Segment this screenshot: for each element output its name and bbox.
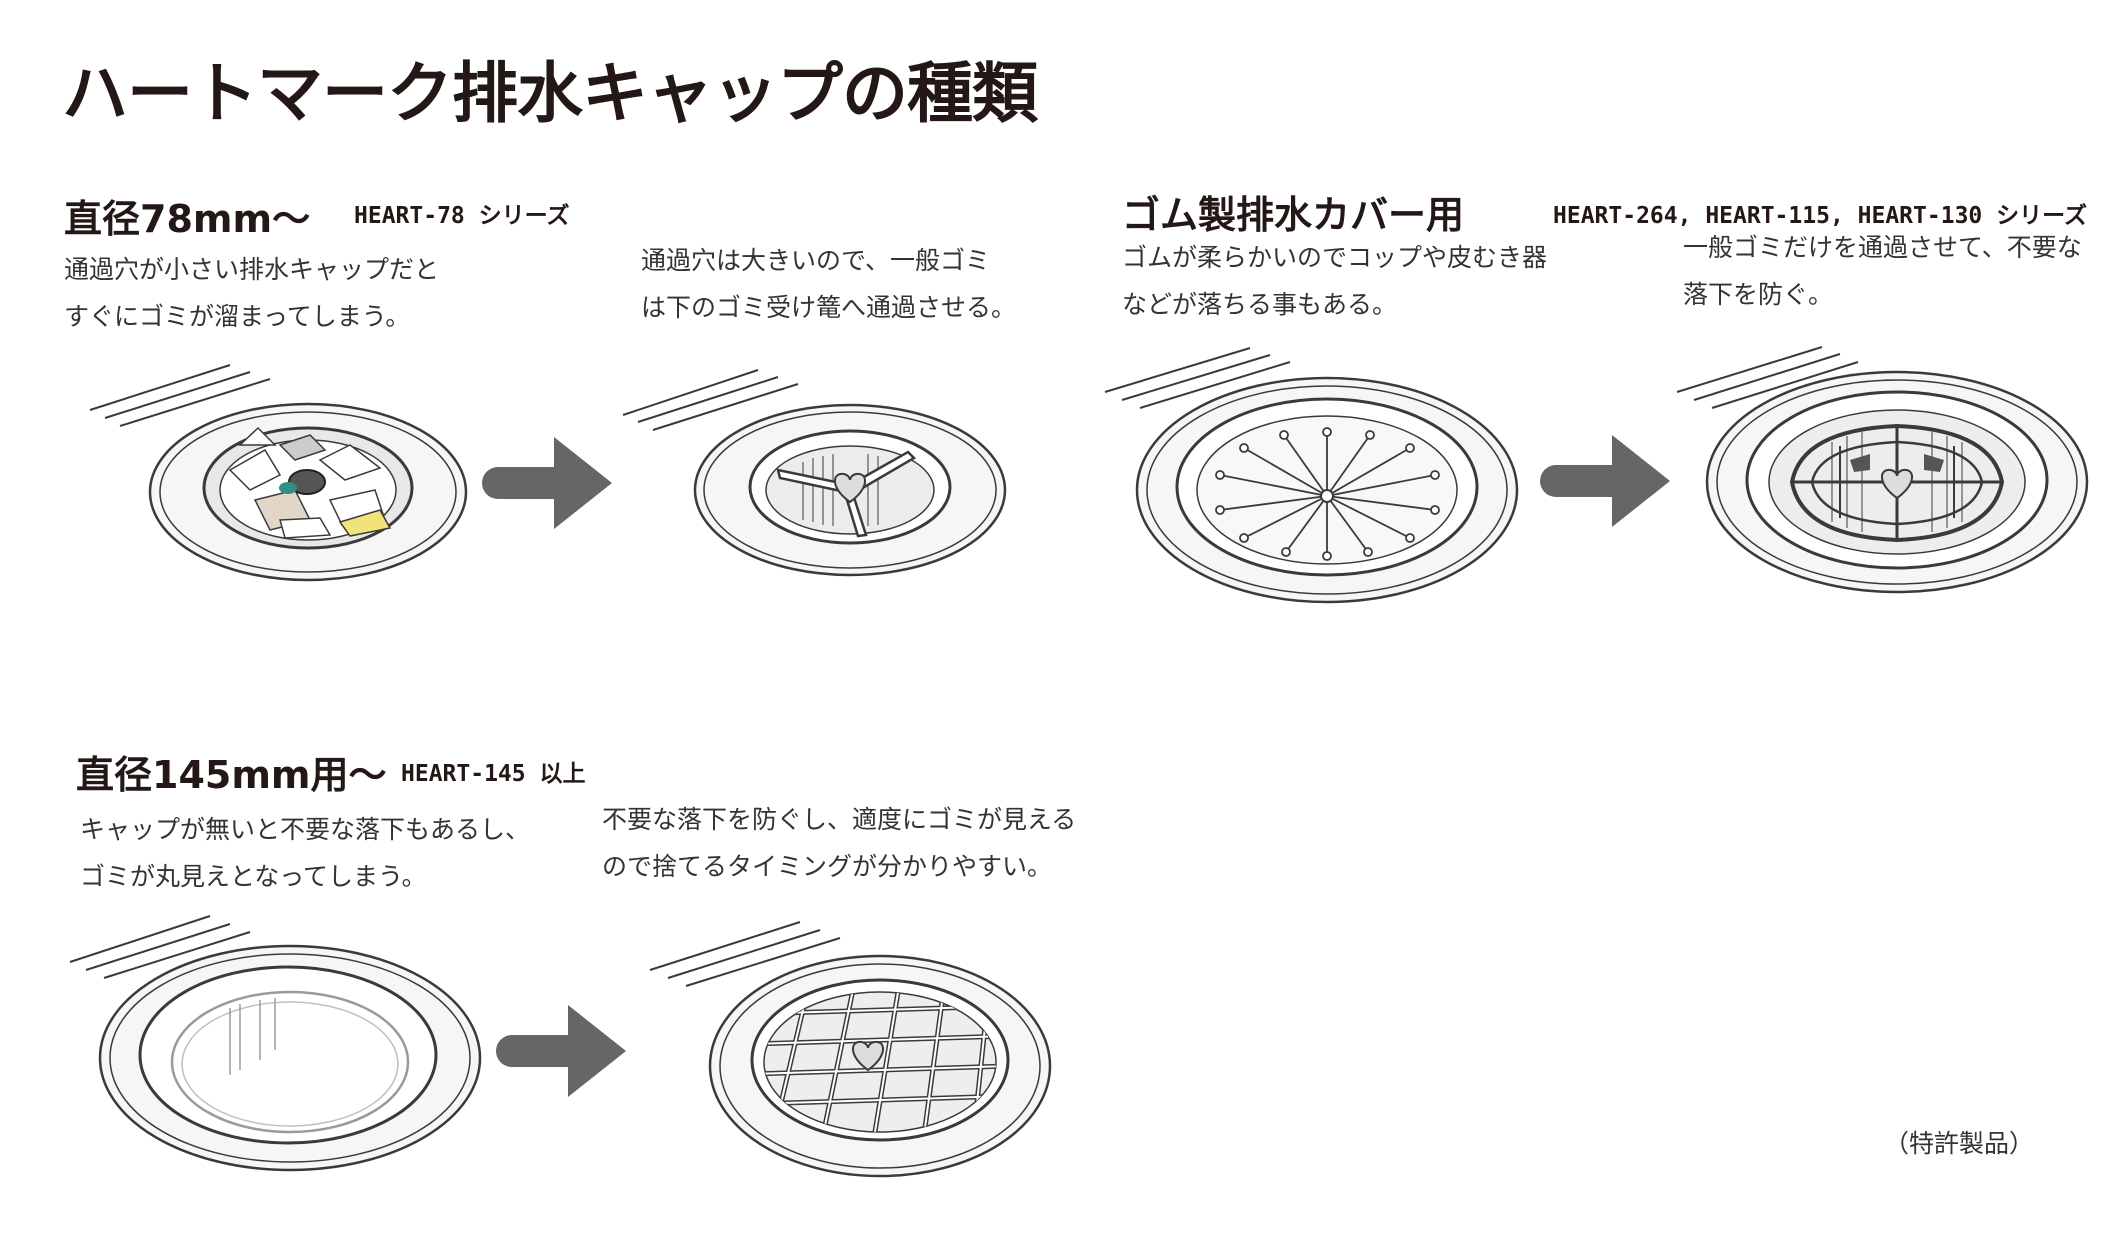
section-2-before-text: ゴムが柔らかいのでコップや皮むき器 などが落ちる事もある。 <box>1122 243 1548 319</box>
section-2-heading: ゴム製排水カバー用 <box>1122 193 1465 237</box>
section-3-after-text: 不要な落下を防ぐし、適度にゴミが見える ので捨てるタイミングが分かりやすい。 <box>602 805 1077 881</box>
section-2-series: HEART-264, HEART-115, HEART-130 シリーズ <box>1553 203 2087 229</box>
arrow-right-icon <box>496 1005 626 1097</box>
drain-before-rubber-illustration <box>1104 347 1519 604</box>
drain-after-rubber-illustration <box>1676 346 2089 594</box>
drain-before-78-illustration <box>89 364 468 582</box>
section-1-heading: 直径78mm〜 <box>64 197 311 241</box>
section-3-heading: 直径145mm用〜 <box>76 753 387 797</box>
section-1-series: HEART-78 シリーズ <box>354 203 570 229</box>
section-1-after-text: 通過穴は大きいので、一般ゴミ は下のゴミ受け篭へ通過させる。 <box>641 246 1017 322</box>
page-title: ハートマーク排水キャップの種類 <box>62 55 1038 132</box>
arrow-right-icon <box>1540 435 1670 527</box>
section-3-before-text: キャップが無いと不要な落下もあるし、 ゴミが丸見えとなってしまう。 <box>80 815 531 891</box>
drain-after-78-illustration <box>622 369 1007 577</box>
drain-before-145-illustration <box>69 915 482 1172</box>
patent-note: （特許製品） <box>1884 1129 2035 1158</box>
drain-after-145-illustration <box>649 921 1052 1178</box>
section-3-series: HEART-145 以上 <box>401 761 586 787</box>
section-2-after-text: 一般ゴミだけを通過させて、不要な 落下を防ぐ。 <box>1683 233 2082 309</box>
section-1-before-text: 通過穴が小さい排水キャップだと すぐにゴミが溜まってしまう。 <box>64 255 440 331</box>
arrow-right-icon <box>482 437 612 529</box>
